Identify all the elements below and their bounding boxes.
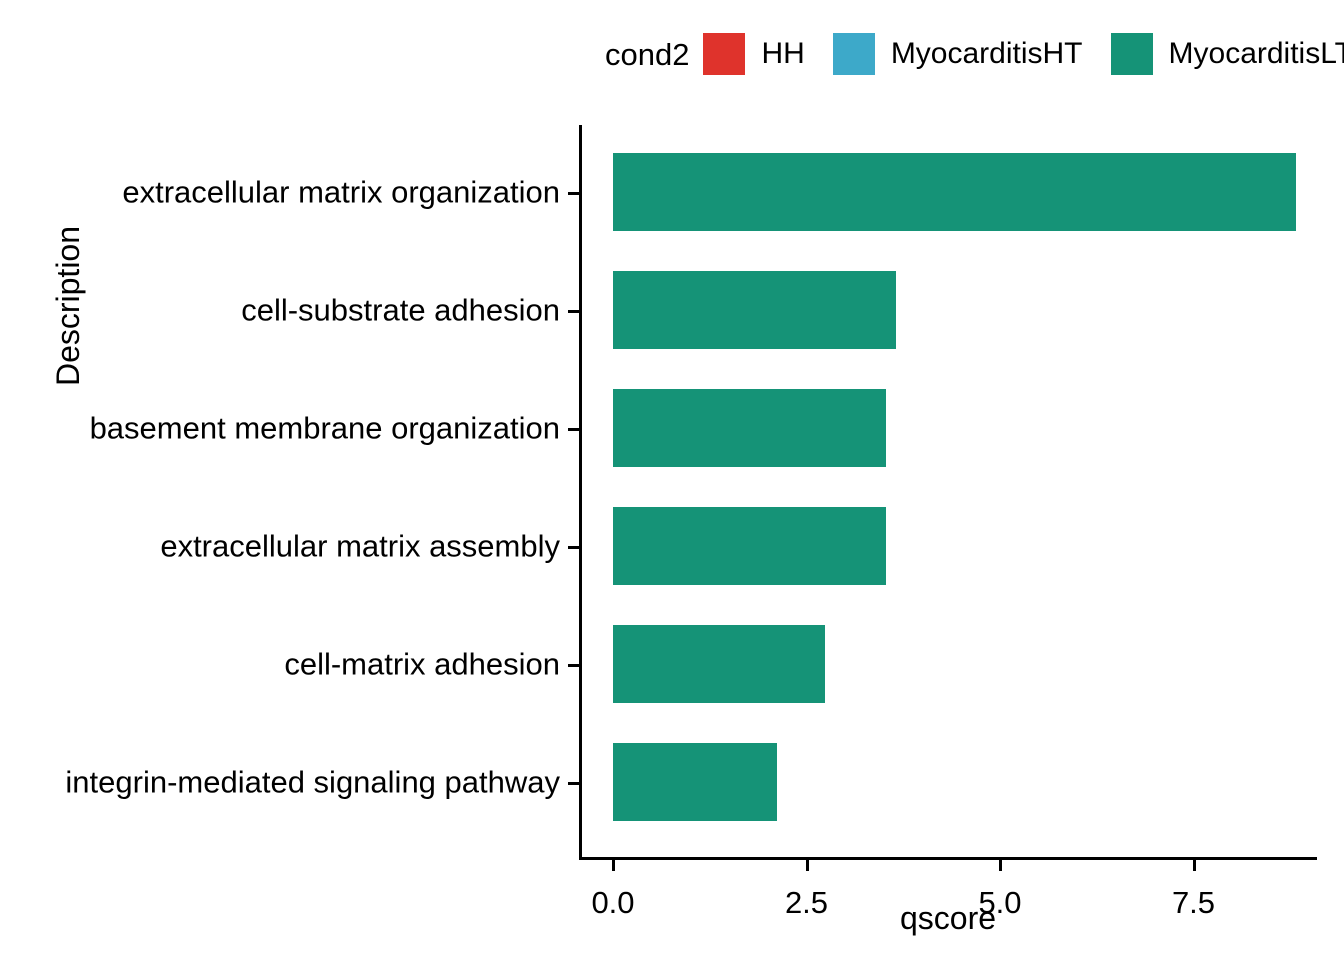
legend-swatch-myocarditislt xyxy=(1110,33,1153,75)
legend-label-myocarditisht: MyocarditisHT xyxy=(890,37,1083,70)
bar[interactable] xyxy=(613,625,826,703)
y-tick-mark xyxy=(568,546,579,549)
bar[interactable] xyxy=(613,743,778,821)
legend-item-hh[interactable]: HH xyxy=(703,33,832,75)
bar[interactable] xyxy=(613,389,887,467)
x-tick-mark xyxy=(805,860,809,871)
y-tick-label: extracellular matrix organization xyxy=(122,174,560,210)
legend: cond2 HH MyocarditisHT MyocarditisLT xyxy=(605,28,1344,80)
legend-swatch-hh xyxy=(703,33,746,75)
y-tick-label: basement membrane organization xyxy=(89,410,560,446)
x-axis-title: qscore xyxy=(899,900,997,936)
x-axis-line xyxy=(579,857,1317,860)
x-tick-label: 0.0 xyxy=(591,885,635,920)
bar[interactable] xyxy=(613,507,887,585)
bar[interactable] xyxy=(613,271,897,349)
x-tick-label: 5.0 xyxy=(978,885,1022,920)
y-tick-mark xyxy=(568,782,579,785)
bar[interactable] xyxy=(613,153,1296,231)
y-tick-mark xyxy=(568,428,579,431)
y-tick-mark xyxy=(568,310,579,313)
legend-swatch-myocarditisht xyxy=(832,33,875,75)
y-axis-line xyxy=(579,125,582,860)
y-axis-title: Description xyxy=(50,225,86,387)
x-tick-mark xyxy=(999,860,1002,871)
y-tick-label: cell-substrate adhesion xyxy=(241,292,560,328)
x-tick-mark xyxy=(1192,860,1196,871)
x-tick-mark xyxy=(612,860,615,871)
legend-title: cond2 xyxy=(605,36,690,72)
legend-item-myocarditisht[interactable]: MyocarditisHT xyxy=(832,33,1111,75)
plot-panel: 0.0 2.5 5.0 7.5 extracellular matrix organi… xyxy=(65,125,1317,918)
y-tick-label: extracellular matrix assembly xyxy=(160,528,560,564)
y-tick-label: cell-matrix adhesion xyxy=(284,646,560,682)
x-tick-label: 2.5 xyxy=(784,885,829,920)
x-tick-label: 7.5 xyxy=(1171,885,1216,920)
legend-label-myocarditislt: MyocarditisLT xyxy=(1168,37,1344,70)
legend-item-myocarditislt[interactable]: MyocarditisLT xyxy=(1110,33,1344,75)
y-tick-label: integrin-mediated signaling pathway xyxy=(65,764,560,800)
y-tick-mark xyxy=(568,192,579,195)
legend-label-hh: HH xyxy=(761,37,805,70)
y-tick-mark xyxy=(568,664,579,667)
